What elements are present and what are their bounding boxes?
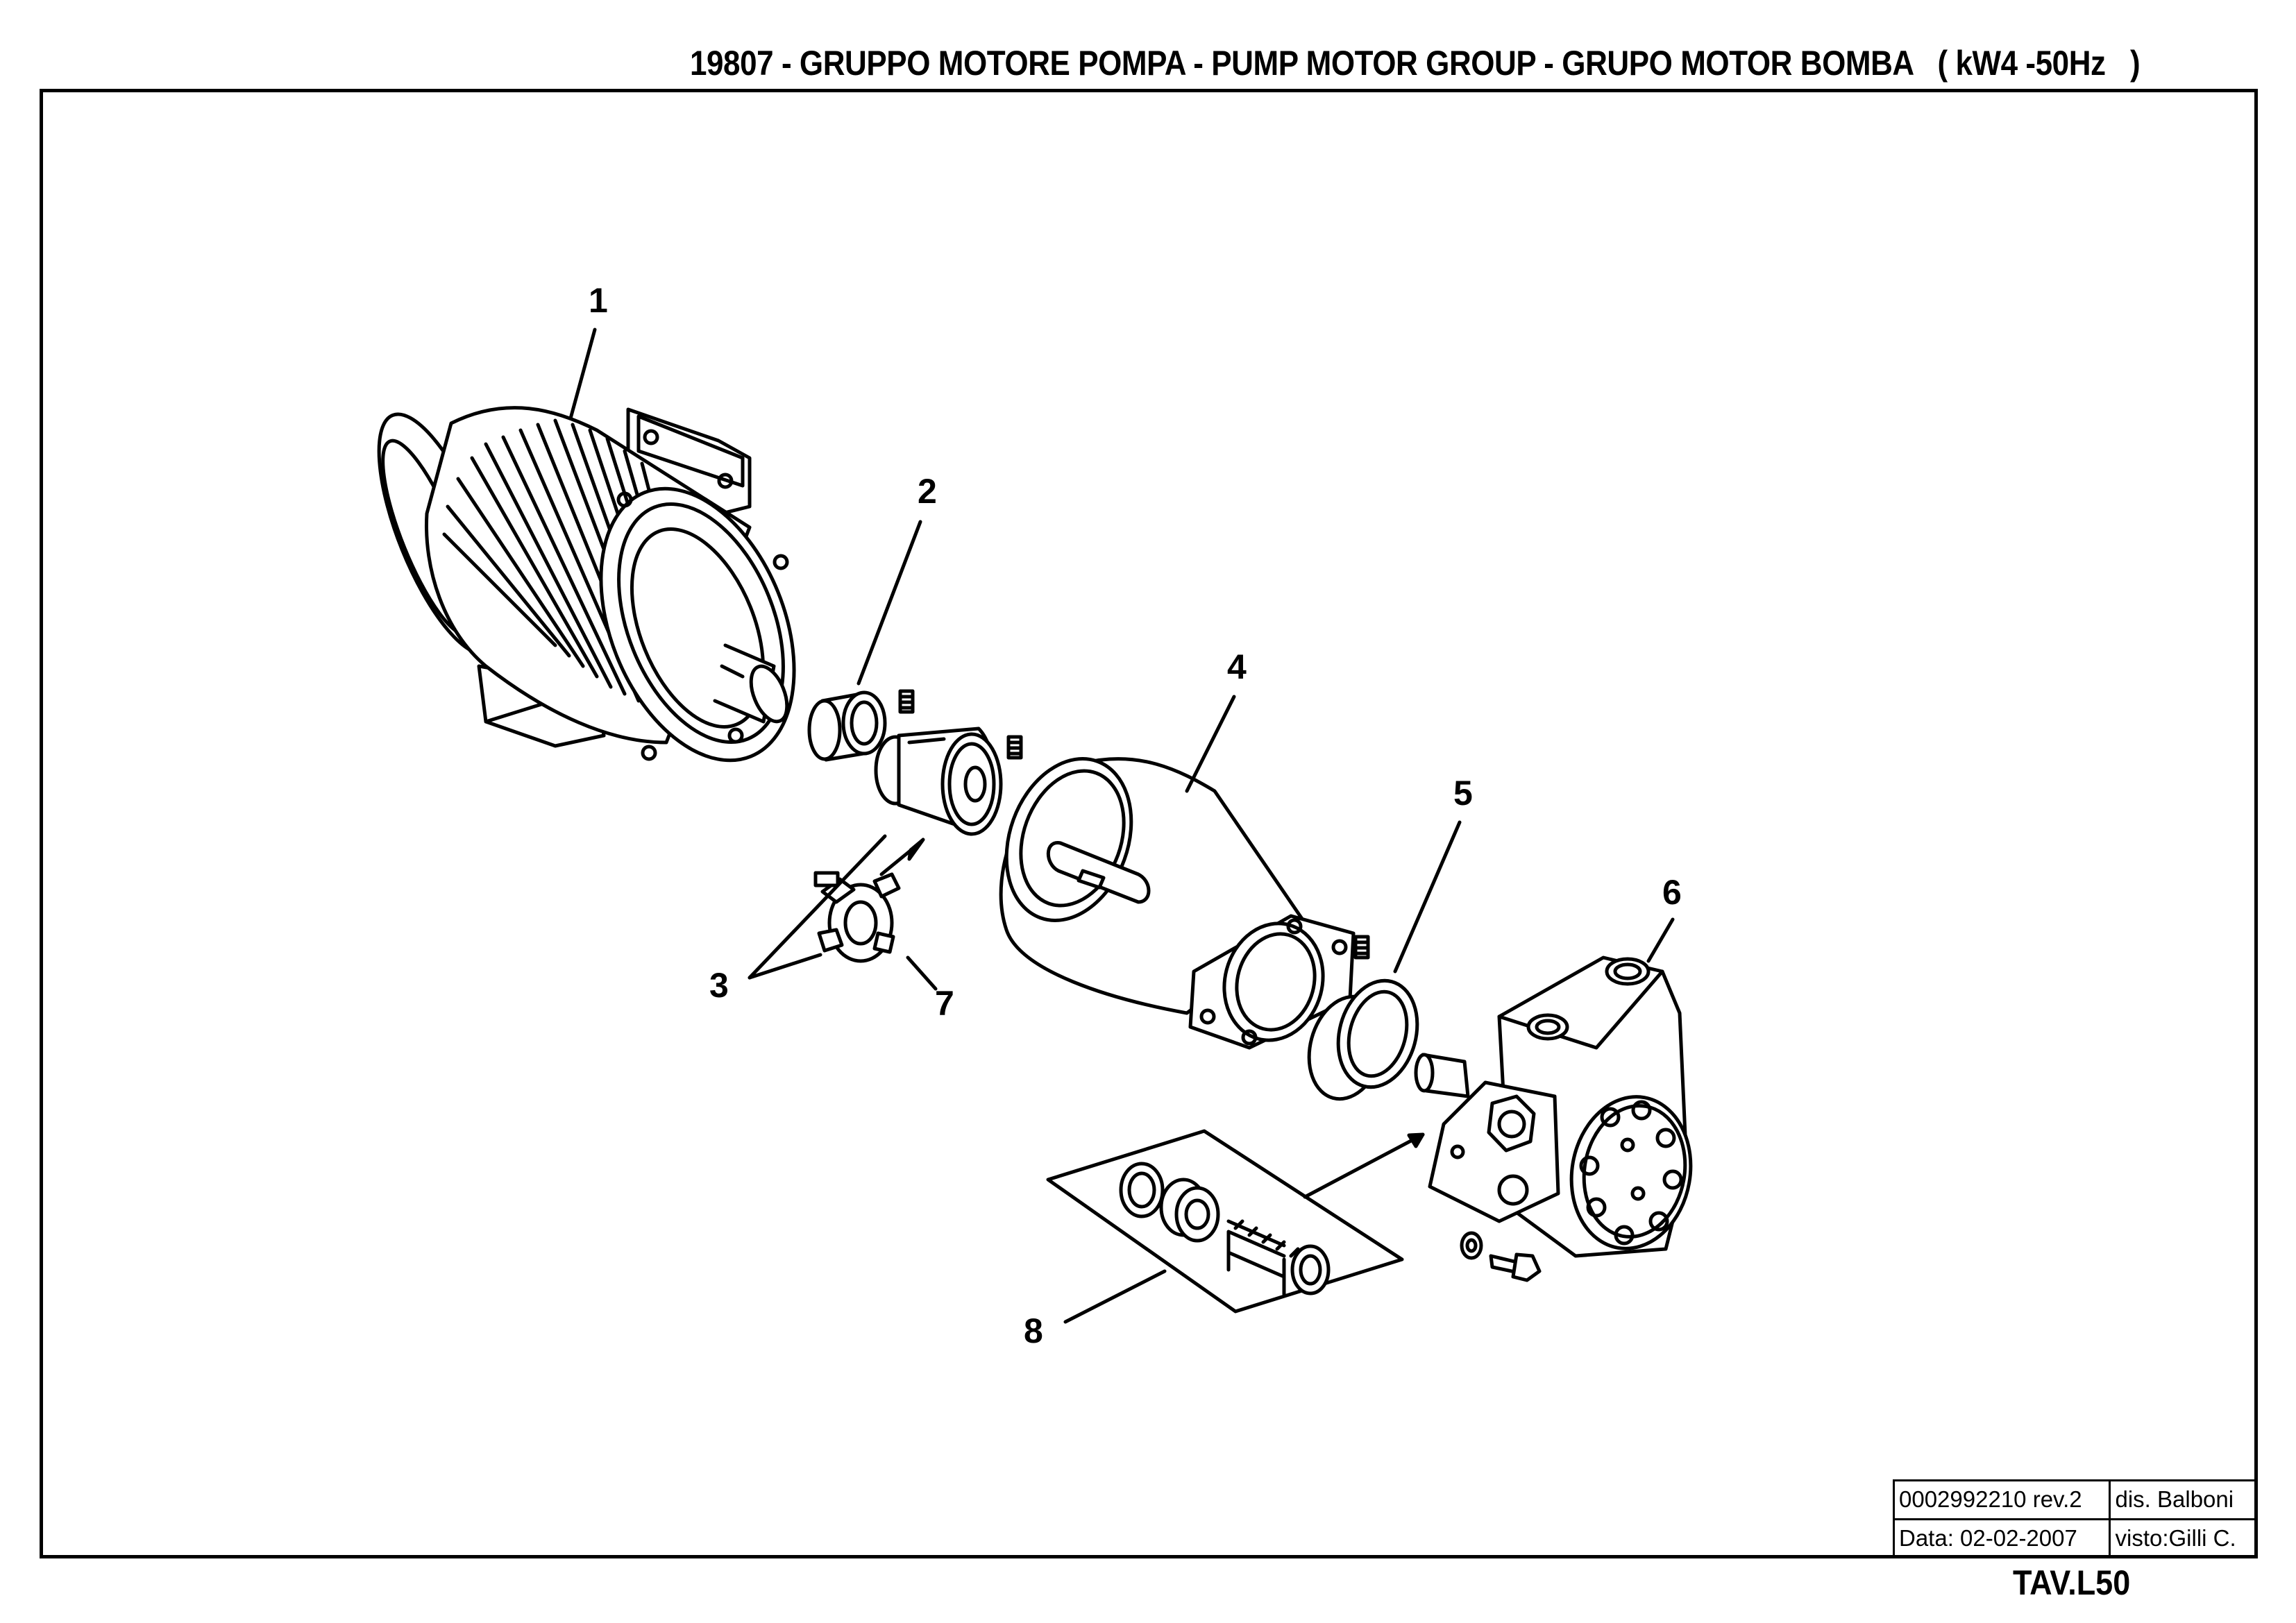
ring-part xyxy=(1307,935,1419,1101)
callout-1: 1 xyxy=(589,281,608,320)
callout-4: 4 xyxy=(1227,647,1247,686)
grub-screw-part xyxy=(898,689,1023,760)
shaft-bushing-part xyxy=(807,690,887,762)
callout-7: 7 xyxy=(935,984,954,1023)
callout-6: 6 xyxy=(1662,873,1682,912)
title-block: 0002992210 rev.2 dis. Balboni Data: 02-0… xyxy=(1892,1479,2258,1558)
drawing-frame xyxy=(40,89,2258,1558)
bell-housing-part xyxy=(999,757,1356,1050)
bolt-washer-part xyxy=(1460,1231,1542,1282)
callout-5: 5 xyxy=(1453,774,1473,813)
callout-2: 2 xyxy=(918,472,937,511)
checked-by: visto:Gilli C. xyxy=(2109,1518,2258,1558)
sheet-code: TAV.L50 xyxy=(2013,1563,2131,1602)
callout-3: 3 xyxy=(709,966,729,1005)
drawn-by: dis. Balboni xyxy=(2109,1479,2258,1520)
drawing-number: 0002992210 rev.2 xyxy=(1892,1479,2111,1520)
sheet-title: 19807 - GRUPPO MOTORE POMPA - PUMP MOTOR… xyxy=(690,44,2141,83)
callout-8: 8 xyxy=(1024,1311,1043,1350)
drawing-date: Data: 02-02-2007 xyxy=(1892,1518,2111,1558)
coupling-hub-part xyxy=(874,726,1003,836)
coupling-insert-part xyxy=(813,871,901,963)
callout-labels: 1 2 3 4 5 6 7 8 xyxy=(589,281,1682,1350)
pump-body-part xyxy=(1414,955,1693,1258)
electric-motor-part xyxy=(377,406,796,763)
valve-kit-part xyxy=(1046,1129,1404,1314)
